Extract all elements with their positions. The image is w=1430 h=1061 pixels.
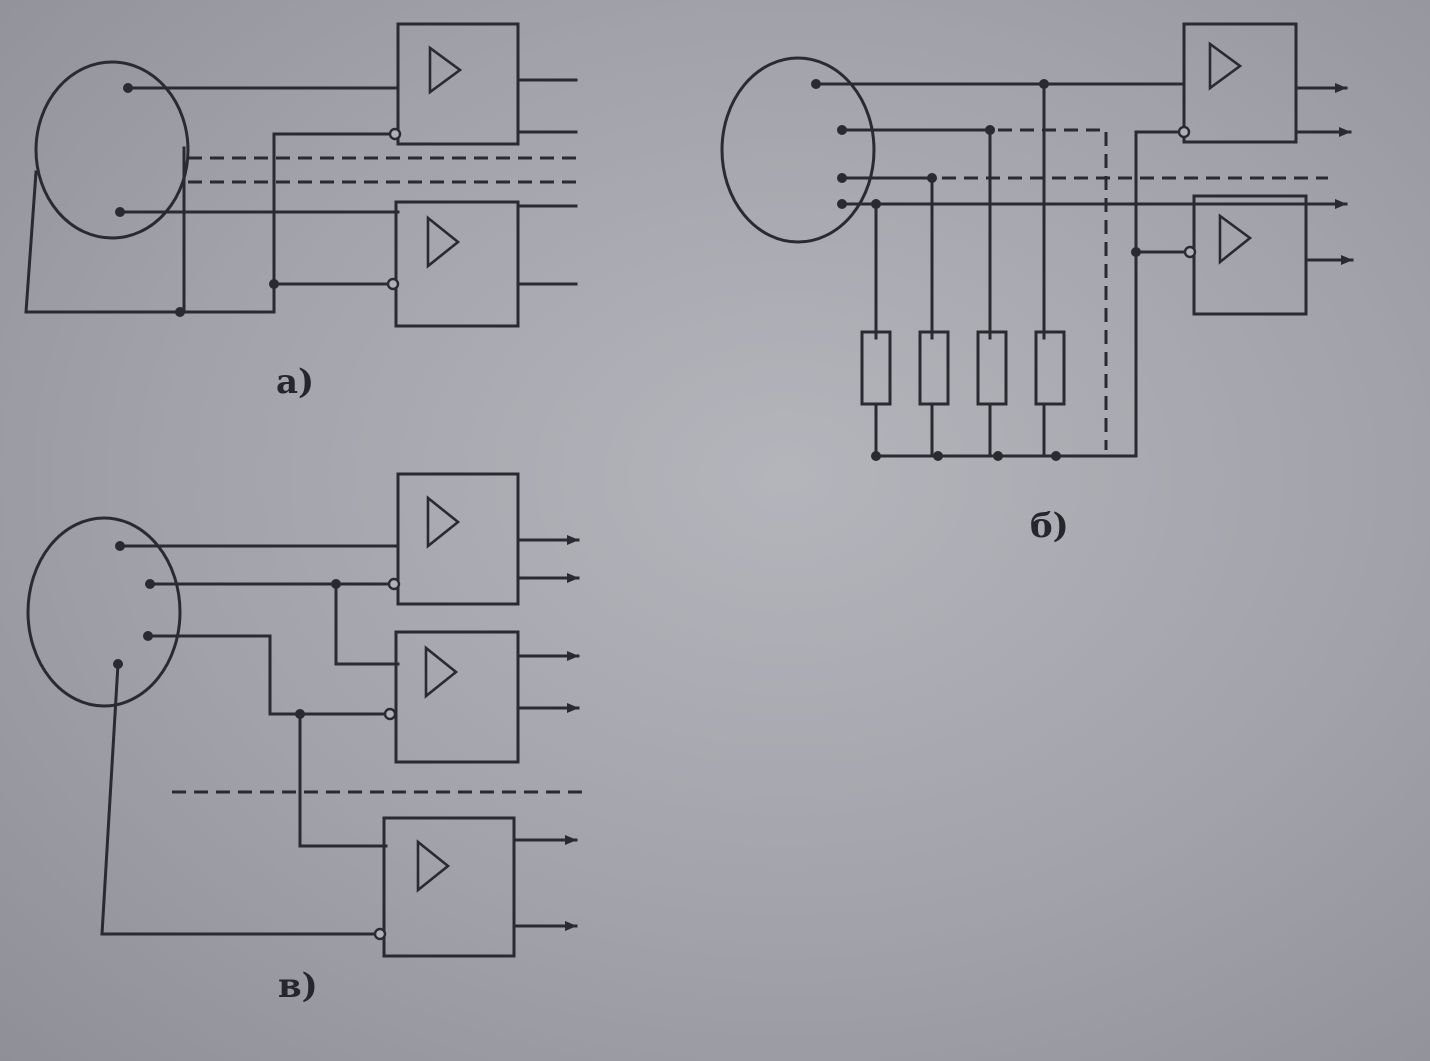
amplifier-a1	[396, 22, 520, 146]
node-b10	[871, 451, 881, 461]
node-b5	[1039, 79, 1049, 89]
amplifier-b2	[1192, 194, 1308, 316]
node-b7	[927, 173, 937, 183]
node-b13	[1051, 451, 1061, 461]
node-a3	[175, 307, 185, 317]
inv-input-v1	[387, 577, 401, 591]
diagram-v	[26, 472, 582, 958]
caption-a: а)	[276, 362, 315, 402]
resistor-b4	[1034, 330, 1066, 406]
node-b11	[933, 451, 943, 461]
amplifier-v1	[396, 472, 520, 606]
node-b4	[837, 199, 847, 209]
node-a1	[123, 83, 133, 93]
electrode-b	[720, 56, 876, 244]
resistor-b1	[860, 330, 892, 406]
amplifier-v2	[394, 630, 520, 764]
resistor-b2	[918, 330, 950, 406]
inv-input-v3	[373, 927, 387, 941]
node-v6	[295, 709, 305, 719]
inv-input-b2	[1183, 245, 1197, 259]
node-v2	[145, 579, 155, 589]
node-v5	[331, 579, 341, 589]
wires-v	[100, 535, 580, 936]
node-b8	[871, 199, 881, 209]
node-b1	[811, 79, 821, 89]
node-a4	[269, 279, 279, 289]
node-b9	[1131, 247, 1141, 257]
node-b2	[837, 125, 847, 135]
amplifier-v3	[382, 816, 516, 958]
amplifier-b1	[1182, 22, 1298, 144]
diagram-b	[720, 22, 1354, 461]
resistors-b	[860, 330, 1066, 406]
wires-b	[814, 82, 1354, 458]
resistor-b3	[976, 330, 1008, 406]
node-v1	[115, 541, 125, 551]
node-b3	[837, 173, 847, 183]
node-b6	[985, 125, 995, 135]
electrode-v	[26, 516, 182, 708]
node-a2	[115, 207, 125, 217]
node-b12	[993, 451, 1003, 461]
inv-input-b1	[1177, 125, 1191, 139]
caption-v: в)	[278, 966, 318, 1006]
inv-input-a1	[388, 127, 402, 141]
wires-a	[24, 78, 578, 314]
diagram-a	[24, 22, 578, 328]
caption-b: б)	[1030, 506, 1069, 546]
amplifier-a2	[394, 200, 520, 328]
inv-input-a2	[386, 277, 400, 291]
dashed-line-b2	[998, 128, 1108, 450]
inv-input-v2	[383, 707, 397, 721]
node-v4	[113, 659, 123, 669]
node-v3	[143, 631, 153, 641]
electrode-a	[34, 60, 190, 240]
